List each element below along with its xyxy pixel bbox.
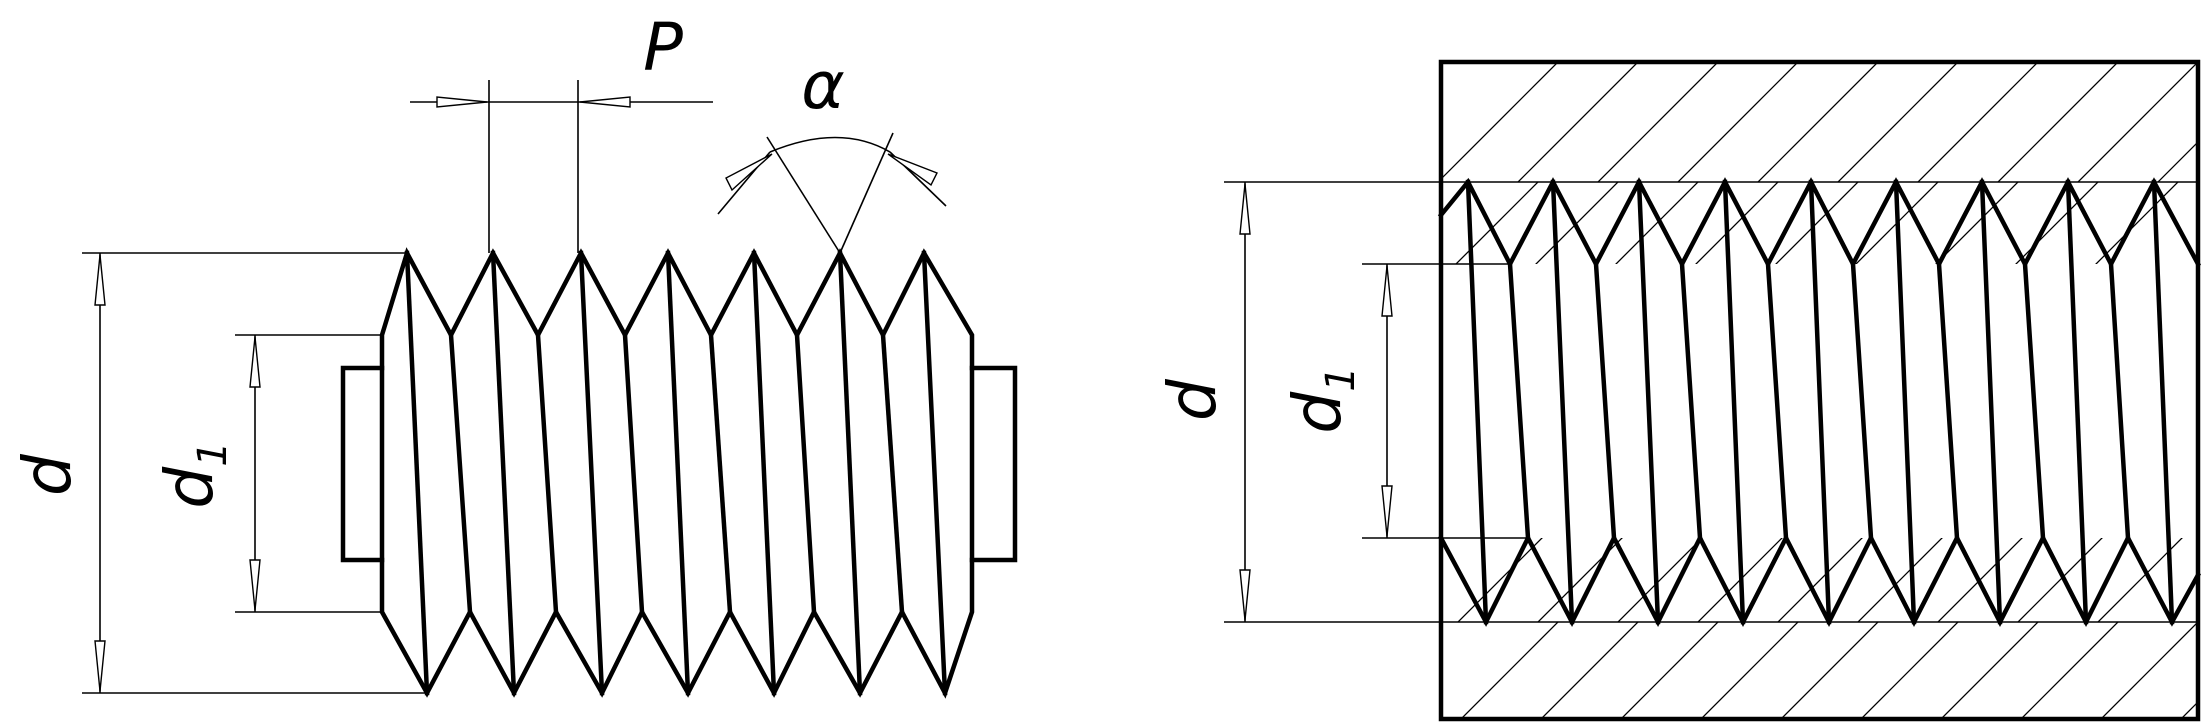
- major-diameter-dimension: [82, 252, 427, 694]
- internal-helix-lines: [1465, 179, 2175, 625]
- hatching-bottom: [1461, 622, 2198, 718]
- thread-angle-dimension: [717, 132, 947, 254]
- internal-thread-view: d d1: [1154, 59, 2202, 722]
- internal-major-diameter-label: d: [1154, 378, 1231, 421]
- right-shaft-stub: [969, 365, 1018, 563]
- nut-body: [1438, 59, 2201, 722]
- internal-minor-diameter-label: d1: [1279, 366, 1364, 433]
- hatching-top: [1442, 62, 2198, 182]
- minor-diameter-label: d1: [151, 441, 236, 508]
- internal-major-diameter-dimension: [1224, 181, 2198, 623]
- helix-lines: [404, 250, 948, 696]
- thread-angle-label: α: [801, 47, 845, 124]
- external-thread-view: d d1 P α: [9, 9, 1018, 699]
- pitch-label: P: [643, 9, 683, 86]
- pitch-dimension: [410, 80, 713, 253]
- minor-diameter-dimension: [235, 334, 382, 613]
- internal-minor-diameter-dimension: [1362, 263, 1528, 539]
- left-shaft-stub: [340, 365, 385, 563]
- major-diameter-label: d: [9, 453, 86, 496]
